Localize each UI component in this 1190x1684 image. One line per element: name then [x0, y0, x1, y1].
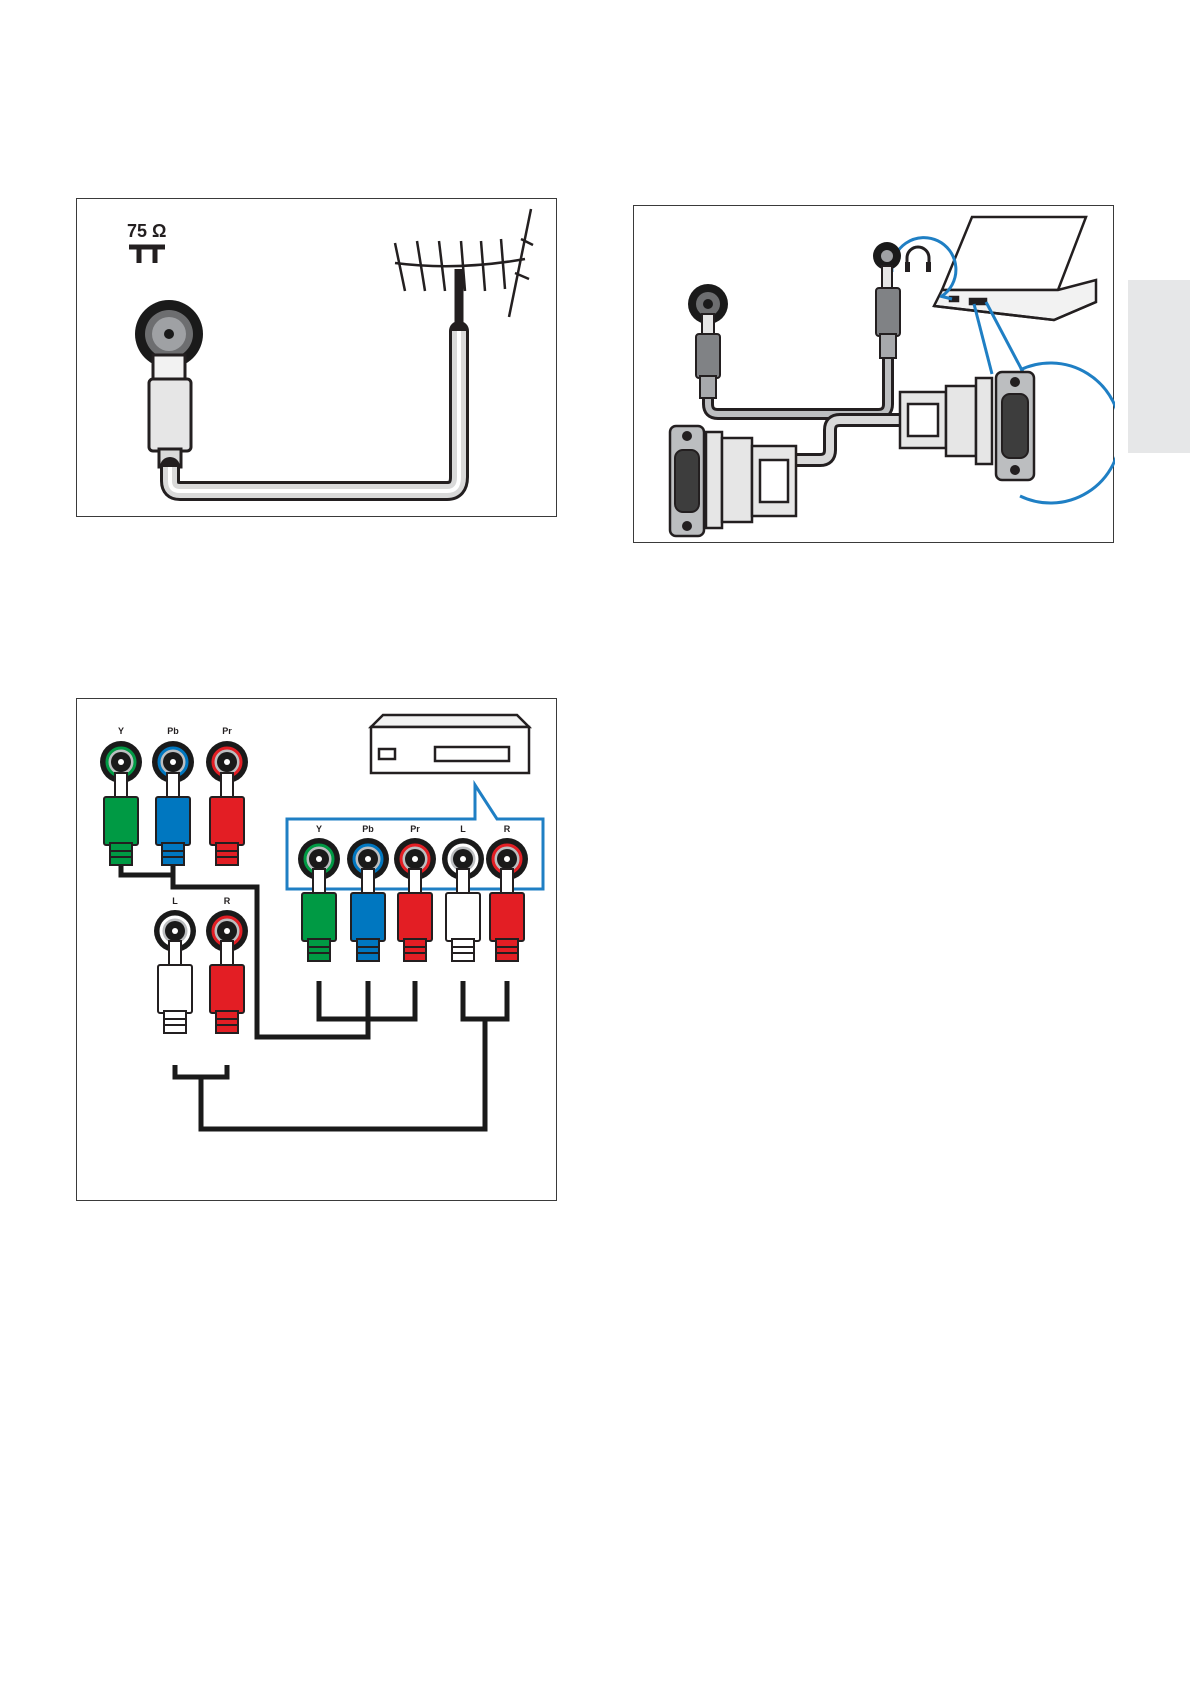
antenna-connection-diagram: 75 Ω [76, 198, 557, 517]
tv-label-y: Y [118, 726, 124, 736]
tv-label-pb: Pb [167, 726, 179, 736]
coax-cable [170, 269, 459, 491]
vga-cable [796, 420, 902, 460]
device-pr-plug [398, 869, 432, 961]
tv-label-pr: Pr [222, 726, 232, 736]
device-y-plug [302, 869, 336, 961]
component-connection-diagram: Y Pb Pr L R [76, 698, 557, 1201]
tv-label-l: L [172, 896, 178, 906]
device-l-plug [446, 869, 480, 961]
laptop [934, 217, 1096, 320]
device-label-pr: Pr [410, 824, 420, 834]
pc-vga-port-callout [974, 302, 1115, 503]
device-label-pb: Pb [362, 824, 374, 834]
tv-pb-plug [156, 773, 190, 865]
impedance-label: 75 Ω [127, 221, 166, 241]
device-label-y: Y [316, 824, 322, 834]
tv-vga-port [670, 426, 704, 536]
tv-l-plug [158, 941, 192, 1033]
audio-cable [696, 266, 900, 414]
device-r-plug [490, 869, 524, 961]
device-pb-plug [351, 869, 385, 961]
tv-audio-inputs: L R [154, 896, 248, 1033]
antenna-connector-symbol [129, 247, 165, 263]
source-device [371, 715, 529, 773]
tv-y-plug [104, 773, 138, 865]
section-tab [1128, 280, 1190, 453]
coax-plug [149, 355, 191, 467]
tv-r-plug [210, 941, 244, 1033]
tv-pr-plug [210, 773, 244, 865]
tv-label-r: R [224, 896, 231, 906]
device-label-l: L [460, 824, 466, 834]
device-label-r: R [504, 824, 511, 834]
tv-component-inputs: Y Pb Pr [100, 726, 248, 865]
vga-plug-right [900, 378, 992, 464]
pc-connection-diagram [633, 205, 1114, 543]
roof-antenna [395, 209, 533, 317]
device-outputs: Y Pb Pr L R [298, 824, 528, 961]
vga-plug-left [706, 432, 796, 528]
